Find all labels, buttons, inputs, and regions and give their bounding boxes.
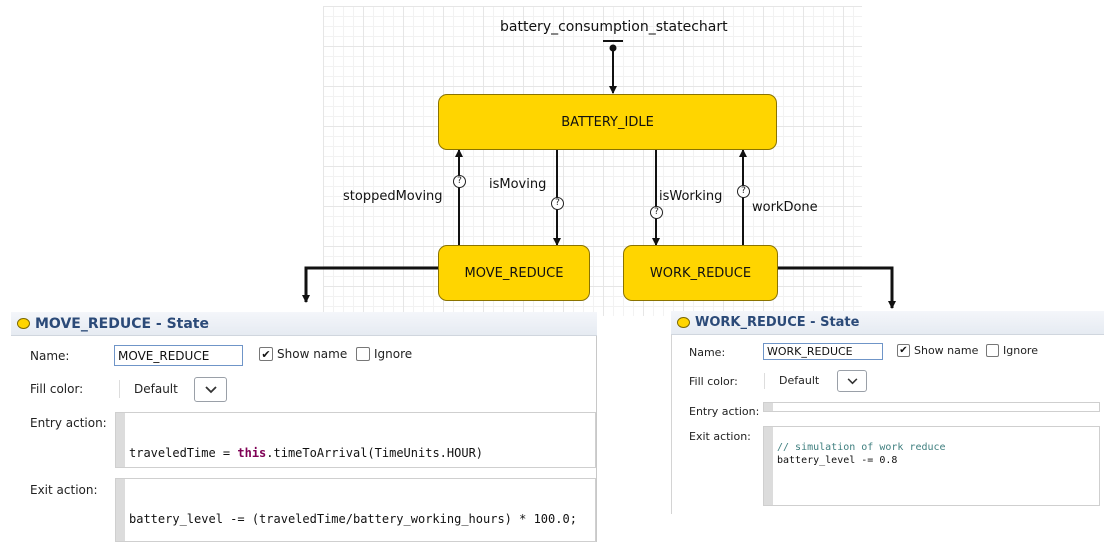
- editor-gutter: [764, 403, 773, 411]
- name-input[interactable]: [763, 343, 883, 360]
- editor-gutter: [764, 427, 773, 505]
- statechart-canvas: [323, 6, 862, 316]
- checkbox-checked-icon[interactable]: ✔: [897, 344, 910, 357]
- move-panel-callout: [302, 266, 438, 303]
- panel-title: WORK_REDUCE - State: [695, 315, 860, 330]
- state-battery-idle-label: BATTERY_IDLE: [561, 114, 654, 130]
- show-name-label: Show name: [277, 347, 348, 361]
- show-name-label: Show name: [914, 344, 979, 357]
- name-label: Name:: [689, 346, 726, 359]
- fill-color-value[interactable]: Default: [764, 373, 819, 389]
- state-work-reduce[interactable]: WORK_REDUCE: [623, 245, 778, 301]
- show-name-checkbox[interactable]: ✔ Show name: [259, 347, 347, 361]
- guard-icon: ?: [453, 175, 466, 188]
- entry-action-label: Entry action:: [689, 405, 760, 418]
- exit-action-label: Exit action:: [30, 483, 98, 497]
- panel-divider: [596, 336, 597, 542]
- statechart-name-label[interactable]: battery_consumption_statechart: [500, 19, 728, 35]
- entry-action-code: traveledTime = this.timeToArrival(TimeUn…: [129, 446, 484, 460]
- exit-action-comment: // simulation of work reduce: [777, 442, 946, 453]
- guard-icon: ?: [650, 206, 663, 219]
- editor-gutter: [116, 479, 125, 541]
- entry-action-label: Entry action:: [30, 416, 107, 430]
- state-battery-idle[interactable]: BATTERY_IDLE: [438, 94, 777, 150]
- checkbox-unchecked-icon[interactable]: [986, 344, 999, 357]
- state-move-reduce-label: MOVE_REDUCE: [464, 265, 564, 281]
- fill-color-dropdown-button[interactable]: [837, 370, 867, 392]
- exit-action-editor[interactable]: battery_level -= (traveledTime/battery_w…: [115, 478, 596, 542]
- fill-color-label: Fill color:: [689, 375, 738, 388]
- panel-header: WORK_REDUCE - State: [671, 311, 1104, 335]
- guard-icon: ?: [737, 185, 750, 198]
- ignore-checkbox[interactable]: Ignore: [356, 347, 412, 361]
- checkbox-checked-icon[interactable]: ✔: [259, 347, 273, 361]
- exit-action-code: battery_level -= 0.8: [777, 455, 898, 466]
- panel-divider: [671, 335, 672, 514]
- entry-point-dot: [609, 44, 617, 52]
- editor-gutter: [116, 413, 125, 467]
- state-move-reduce[interactable]: MOVE_REDUCE: [438, 245, 590, 301]
- exit-action-editor[interactable]: // simulation of work reduce battery_lev…: [763, 426, 1100, 506]
- panel-header: MOVE_REDUCE - State: [11, 312, 597, 336]
- state-icon: [677, 317, 690, 328]
- name-input[interactable]: [114, 345, 243, 366]
- entry-action-editor[interactable]: [763, 402, 1100, 412]
- entry-action-editor[interactable]: traveledTime = this.timeToArrival(TimeUn…: [115, 412, 596, 468]
- fill-color-label: Fill color:: [30, 382, 84, 396]
- ignore-label: Ignore: [1003, 344, 1038, 357]
- transition-label-is-working[interactable]: isWorking: [659, 189, 723, 204]
- move-reduce-properties-panel: MOVE_REDUCE - State Name: ✔ Show name Ig…: [11, 312, 597, 542]
- panel-title: MOVE_REDUCE - State: [35, 315, 209, 332]
- ignore-checkbox[interactable]: Ignore: [986, 344, 1038, 357]
- work-reduce-properties-panel: WORK_REDUCE - State Name: ✔ Show name Ig…: [671, 311, 1104, 514]
- exit-action-label: Exit action:: [689, 430, 751, 443]
- fill-color-dropdown-button[interactable]: [194, 377, 227, 402]
- transition-label-work-done[interactable]: workDone: [752, 200, 818, 215]
- state-icon: [17, 318, 30, 329]
- guard-icon: ?: [551, 197, 564, 210]
- fill-color-value[interactable]: Default: [119, 380, 178, 398]
- show-name-checkbox[interactable]: ✔ Show name: [897, 344, 978, 357]
- state-work-reduce-label: WORK_REDUCE: [649, 265, 752, 281]
- transition-label-is-moving[interactable]: isMoving: [489, 177, 547, 192]
- ignore-label: Ignore: [374, 347, 413, 361]
- exit-action-code: battery_level -= (traveledTime/battery_w…: [129, 512, 577, 526]
- transition-label-stopped-moving[interactable]: stoppedMoving: [343, 189, 443, 204]
- checkbox-unchecked-icon[interactable]: [356, 347, 370, 361]
- chevron-down-icon: [847, 377, 857, 384]
- chevron-down-icon: [204, 385, 217, 393]
- work-panel-callout: [778, 266, 896, 309]
- name-label: Name:: [30, 349, 70, 363]
